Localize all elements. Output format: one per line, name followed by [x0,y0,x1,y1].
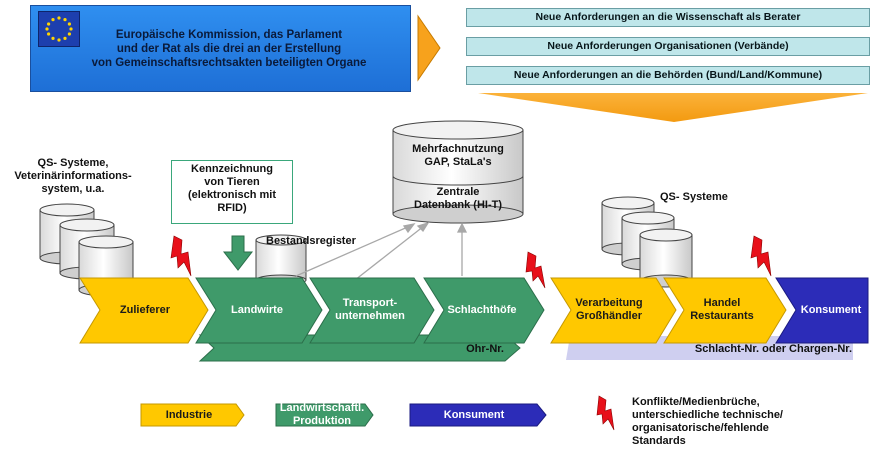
database-top-line: Mehrfachnutzung [412,143,504,155]
legend-lightning-icon [596,395,615,431]
kennzeichnung-line: RFID) [217,202,247,214]
qs-left-line: QS- Systeme, [37,157,109,169]
bestandsregister-label: Bestandsregister [266,235,356,247]
chevron-schlachthoefe-label: Schlachthöfe [447,304,517,316]
eu-text-line: von Gemeinschaftsrechtsakten beteiligten… [91,57,367,69]
database-top-line: GAP, StaLa's [424,156,492,168]
conflict-line: Standards [632,435,686,447]
eu-text-line: und der Rat als die drei an der Erstellu… [116,43,342,55]
qs-systems-right-label: QS- Systeme [660,191,728,203]
qs-left-line: system, u.a. [41,183,105,195]
handel-line: Handel [703,297,741,309]
transport-line: Transport- [342,297,398,309]
eu-institutions-box [30,5,411,92]
chevron-handel-label: Handel Restaurants [678,297,766,323]
database-bottom-line: Zentrale [436,186,480,198]
kennzeichnung-line: Kennzeichnung [191,163,273,175]
conflict-lightning-icon [170,235,192,277]
legend-landwirtschaft-label: Landwirtschaftl. Produktion [276,402,368,428]
database-top-label: Mehrfachnutzung GAP, StaLa's [393,143,523,169]
kennzeichnung-text: Kennzeichnung von Tieren (elektronisch m… [171,163,293,215]
handel-line: Restaurants [690,310,754,322]
conflict-line: organisatorische/fehlende [632,422,769,434]
data-flow-arrows [295,221,468,281]
database-bottom-label: Zentrale Datenbank (HI-T) [393,186,523,212]
conflict-line: Konflikte/Medienbrüche, [632,396,760,408]
chevron-schlachthoefe [423,277,545,344]
central-database-cylinder [392,120,524,224]
transport-line: unternehmen [335,310,405,322]
kennzeichnung-line: (elektronisch mit [187,189,277,201]
verarbeitung-line: Verarbeitung [575,297,643,309]
eu-institutions-text: Europäische Kommission, das Parlament un… [64,28,394,70]
kennzeichnung-line: von Tieren [204,176,260,188]
landwirtschaft-line: Landwirtschaftl. [279,402,365,414]
eu-flag-icon [38,11,80,47]
conflict-lightning-icon [750,235,772,277]
chevron-landwirte-label: Landwirte [231,304,283,316]
requirement-science: Neue Anforderungen an die Wissenschaft a… [466,8,870,27]
chevron-zulieferer [79,277,209,344]
chevron-zulieferer-label: Zulieferer [119,304,171,316]
legend-landwirtschaft-arrow [275,403,374,427]
legend-konsument-arrow [409,403,547,427]
qs-left-line: Veterinärinformations- [14,170,132,182]
chevron-transport [309,277,435,344]
chevron-transport-label: Transport- unternehmen [324,297,416,323]
legend-konsument-label: Konsument [443,409,505,421]
qs-systems-right-cylinders [601,196,693,288]
chevron-konsument-label: Konsument [800,304,862,316]
database-bottom-line: Datenbank (HI-T) [414,199,502,211]
eu-to-requirements-arrow [417,14,441,82]
legend-industrie-arrow [140,403,245,427]
eu-text-line: Europäische Kommission, das Parlament [115,29,343,41]
chevron-verarbeitung-label: Verarbeitung Großhändler [563,297,655,323]
ohr-nr-label: Ohr-Nr. [466,343,504,355]
kennzeichnung-box [171,160,293,224]
chevron-konsument [775,277,869,344]
requirement-authorities: Neue Anforderungen an die Behörden (Bund… [466,66,870,85]
green-down-arrow-icon [222,235,254,271]
chargen-nr-label: Schlacht-Nr. oder Chargen-Nr. [694,343,852,355]
chevron-handel [663,277,787,344]
qs-systems-left-label: QS- Systeme, Veterinärinformations- syst… [4,157,142,196]
chevron-landwirte [195,277,323,344]
requirements-funnel [478,93,868,122]
conflict-line: unterschiedliche technische/ [632,409,783,421]
requirement-organisations: Neue Anforderungen Organisationen (Verbä… [466,37,870,56]
legend-industrie-label: Industrie [165,409,213,421]
conflict-lightning-icon [525,251,546,289]
chevron-verarbeitung [550,277,677,344]
legend-conflict-label: Konflikte/Medienbrüche, unterschiedliche… [632,396,842,448]
landwirtschaft-line: Produktion [292,415,352,427]
verarbeitung-line: Großhändler [575,310,642,322]
